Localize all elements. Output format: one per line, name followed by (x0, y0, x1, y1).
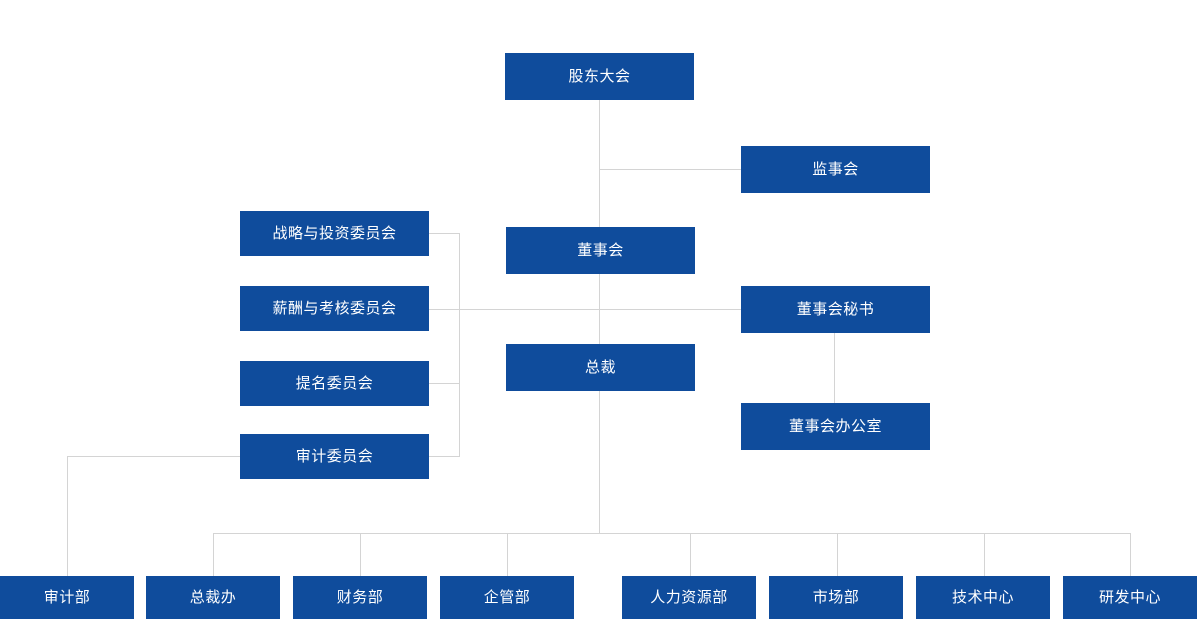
node-label: 提名委员会 (295, 375, 374, 392)
connector-committee-1-stub (428, 233, 460, 234)
node-label: 总裁办 (189, 589, 237, 606)
connector-shareholders-to-supervisors (599, 169, 741, 170)
connector-committee-2-stub (428, 309, 460, 310)
node-department-rd-center[interactable]: 研发中心 (1063, 576, 1197, 619)
node-shareholders-meeting[interactable]: 股东大会 (505, 53, 694, 100)
node-department-audit[interactable]: 审计部 (0, 576, 134, 619)
node-department-finance[interactable]: 财务部 (293, 576, 427, 619)
node-label: 审计部 (43, 589, 91, 606)
node-label: 审计委员会 (295, 448, 374, 465)
connector-secretary-to-office (834, 333, 835, 404)
connector-committee-rail (459, 233, 460, 457)
node-board-secretary[interactable]: 董事会秘书 (741, 286, 930, 333)
node-label: 人力资源部 (650, 589, 728, 606)
node-label: 市场部 (812, 589, 860, 606)
connector-audit-committee-elbow-v (67, 456, 68, 576)
node-label: 总裁 (584, 359, 616, 376)
connector-board-to-secretary (599, 309, 741, 310)
connector-drop-department-2 (213, 533, 214, 576)
node-label: 财务部 (336, 589, 384, 606)
connector-drop-department-6 (837, 533, 838, 576)
node-label: 企管部 (483, 589, 531, 606)
node-president[interactable]: 总裁 (506, 344, 695, 391)
connector-drop-department-5 (690, 533, 691, 576)
node-label: 董事会 (577, 242, 624, 259)
connector-shareholders-to-board (599, 100, 600, 227)
connector-drop-department-8 (1130, 533, 1131, 576)
node-committee-audit[interactable]: 审计委员会 (240, 434, 429, 479)
node-department-technology-center[interactable]: 技术中心 (916, 576, 1050, 619)
connector-committee-4-stub (428, 456, 460, 457)
node-label: 董事会秘书 (796, 301, 875, 318)
connector-drop-department-7 (984, 533, 985, 576)
node-board-of-supervisors[interactable]: 监事会 (741, 146, 930, 193)
node-board-office[interactable]: 董事会办公室 (741, 403, 930, 450)
node-label: 战略与投资委员会 (272, 225, 397, 242)
node-board-of-directors[interactable]: 董事会 (506, 227, 695, 274)
node-department-marketing[interactable]: 市场部 (769, 576, 903, 619)
connector-committee-3-stub (428, 383, 460, 384)
node-department-president-office[interactable]: 总裁办 (146, 576, 280, 619)
connector-committees-to-center (459, 309, 600, 310)
node-committee-remuneration-appraisal[interactable]: 薪酬与考核委员会 (240, 286, 429, 331)
connector-drop-department-3 (360, 533, 361, 576)
node-label: 薪酬与考核委员会 (272, 300, 397, 317)
connector-department-bus (213, 533, 1131, 534)
node-committee-strategy-investment[interactable]: 战略与投资委员会 (240, 211, 429, 256)
node-committee-nomination[interactable]: 提名委员会 (240, 361, 429, 406)
connector-president-to-bus (599, 391, 600, 534)
node-label: 监事会 (812, 161, 859, 178)
node-department-human-resources[interactable]: 人力资源部 (622, 576, 756, 619)
node-label: 技术中心 (951, 589, 1014, 606)
node-department-enterprise-management[interactable]: 企管部 (440, 576, 574, 619)
node-label: 研发中心 (1098, 589, 1161, 606)
node-label: 股东大会 (568, 68, 631, 85)
node-label: 董事会办公室 (788, 418, 882, 435)
connector-audit-committee-elbow-h (67, 456, 240, 457)
connector-drop-department-4 (507, 533, 508, 576)
